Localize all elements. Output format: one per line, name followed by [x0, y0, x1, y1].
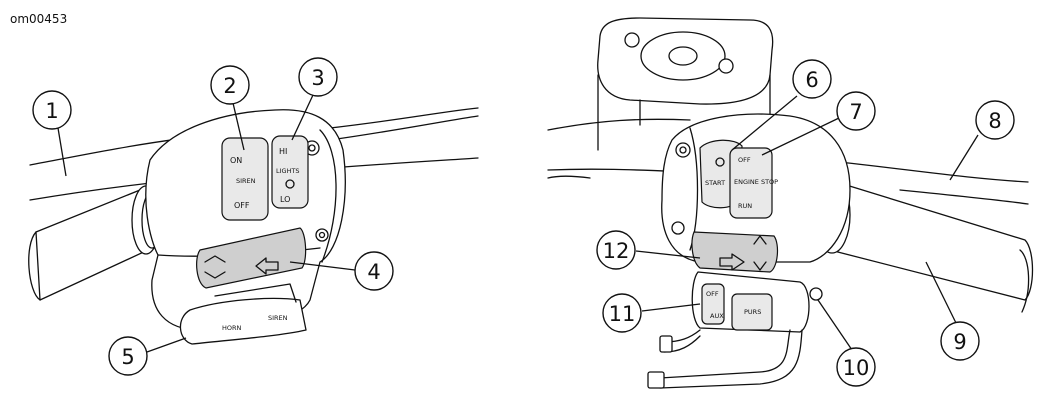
callout-6-label: 6 [805, 68, 818, 92]
left-handlebar-assembly: ON SIREN OFF HI LIGHTS LO HORN SIREN [28, 107, 479, 345]
right-grip [829, 179, 1034, 301]
label-aux-off: OFF [706, 290, 719, 298]
run-siren-switch [221, 137, 269, 221]
callout-3: 3 [298, 57, 338, 97]
label-lights: LIGHTS [276, 167, 300, 175]
wire-harness [659, 329, 791, 379]
aux-switch [701, 283, 725, 325]
label-aux: AUX [710, 312, 724, 320]
callout-2-label: 2 [223, 74, 236, 98]
callout-8: 8 [975, 100, 1015, 140]
label-pursuit: PURS [744, 308, 761, 316]
label-horn: HORN [222, 324, 242, 332]
right-handlebar-tube [547, 118, 691, 131]
right-handlebar-assembly: START OFF ENGINE STOP RUN OFF AUX PURS [547, 17, 1034, 389]
label-off: OFF [234, 201, 250, 210]
callout-4-label: 4 [367, 260, 380, 284]
turn-signal-arrows-icon [204, 255, 226, 279]
right-arrow-icon [719, 253, 745, 271]
pursuit-switch [731, 293, 773, 331]
figure-id: om00453 [10, 12, 68, 26]
right-turn-signal-switch [691, 231, 779, 273]
label-run: RUN [738, 202, 752, 210]
headlamp-icon [285, 179, 295, 189]
callout-2: 2 [210, 65, 250, 105]
label-engine-stop: ENGINE STOP [734, 178, 778, 186]
callout-1: 1 [32, 90, 72, 130]
start-icon [715, 157, 725, 167]
callout-4: 4 [354, 251, 394, 291]
callout-3-label: 3 [311, 66, 324, 90]
callout-12-label: 12 [603, 239, 630, 263]
leader-lines [57, 94, 979, 353]
callout-11-label: 11 [609, 302, 636, 326]
label-engine-off: OFF [738, 156, 751, 164]
label-on: ON [230, 156, 242, 165]
cancel-arrows-icon [753, 235, 767, 271]
callout-8-label: 8 [988, 109, 1001, 133]
horn-siren-lever [179, 297, 307, 345]
callout-7-label: 7 [849, 100, 862, 124]
headlamp-switch [271, 135, 309, 209]
engine-stop-switch [729, 147, 773, 219]
label-start: START [705, 179, 725, 187]
callout-1-label: 1 [45, 99, 58, 123]
callout-5-label: 5 [121, 345, 134, 369]
label-siren: SIREN [236, 177, 256, 185]
set-screw [809, 287, 823, 301]
callout-10: 10 [836, 347, 876, 387]
label-hi: HI [279, 147, 287, 156]
callout-12: 12 [596, 230, 636, 270]
callout-11: 11 [602, 293, 642, 333]
callout-10-label: 10 [843, 356, 870, 380]
callout-7: 7 [836, 91, 876, 131]
label-siren-lever: SIREN [268, 314, 288, 322]
callout-9-label: 9 [953, 330, 966, 354]
callout-6: 6 [792, 59, 832, 99]
label-lo: LO [280, 195, 290, 204]
left-arrow-icon [255, 257, 279, 275]
callout-5: 5 [108, 336, 148, 376]
callout-9: 9 [940, 321, 980, 361]
